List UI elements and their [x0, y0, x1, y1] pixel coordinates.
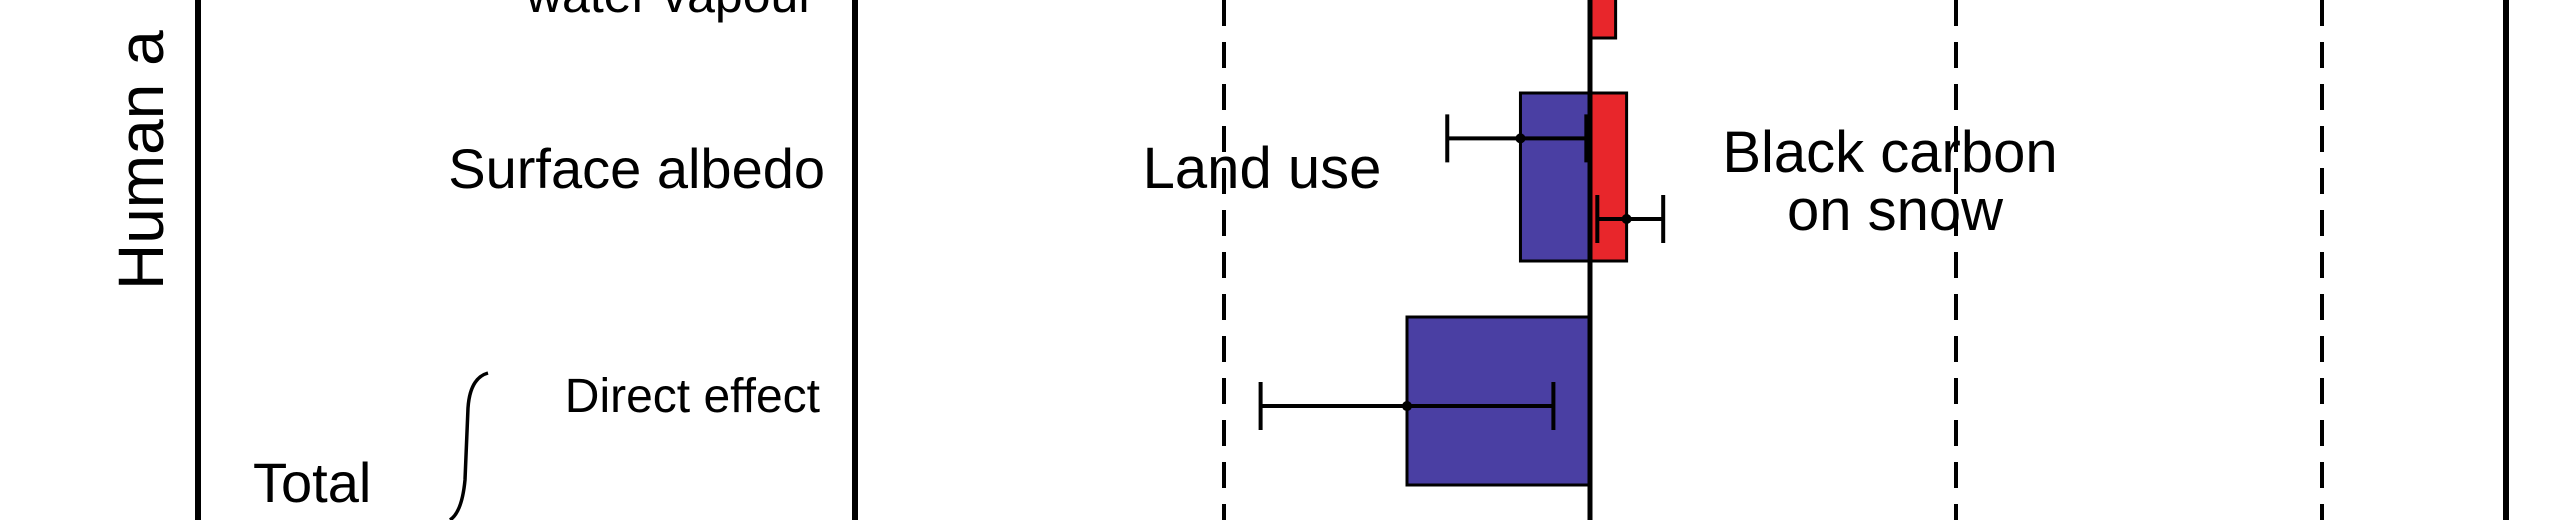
row-label-direct-effect: Direct effect: [565, 370, 820, 423]
error-center-3: [1402, 401, 1412, 412]
bar-3: [1405, 315, 1592, 487]
annotation-land-use: Land use: [1143, 136, 1382, 201]
error-center-1: [1515, 133, 1526, 144]
bar-0: [1588, 0, 1618, 40]
bar-1: [1518, 91, 1592, 263]
row-label-total: Total: [253, 451, 371, 514]
group-label: Human a: [105, 30, 177, 290]
row-label-surface-albedo: Surface albedo: [448, 137, 825, 200]
error-center-2: [1621, 214, 1632, 224]
row-label-water-vapour: water vapour: [525, 0, 815, 23]
bars: [1258, 0, 1666, 487]
annotation-black-carbon-line1: Black carbon: [1722, 120, 2057, 185]
annotation-black-carbon-line2: on snow: [1787, 178, 2004, 243]
reference-lines: [1222, 0, 2324, 520]
brace: [448, 371, 489, 520]
